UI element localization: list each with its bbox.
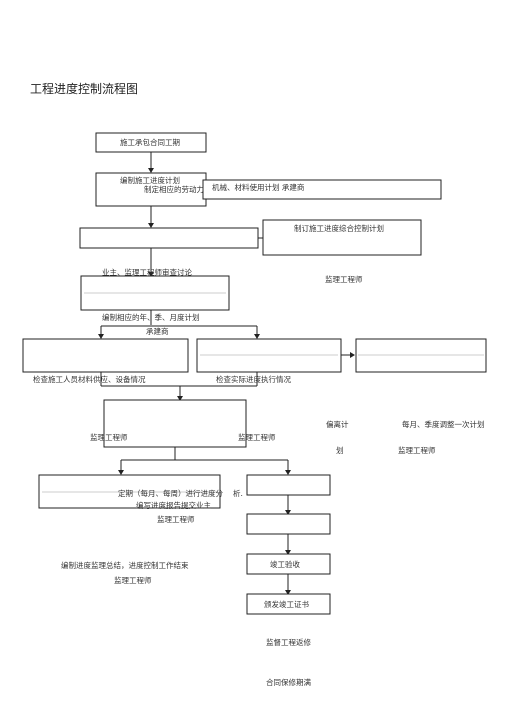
label-check-resources: 检查施工人员材料供应、设备情况 (33, 375, 146, 384)
arrowhead-3 (148, 272, 154, 277)
label-comprehensive-plan: 制订施工进度综合控制计划 (294, 224, 384, 233)
label-supervising-engineer-1: 监理工程师 (325, 275, 363, 284)
label-issue-certificate: 颁发竣工证书 (264, 600, 309, 609)
page-title: 工程进度控制流程图 (30, 82, 139, 96)
box-resource-plan (202, 179, 442, 200)
arrowhead-split-left (98, 334, 104, 339)
box-check-resources (22, 338, 189, 373)
arrowhead-7 (285, 510, 291, 515)
arrowhead-9 (285, 590, 291, 595)
label-compile-periodic: 编制相应的年、季、月度计划 (102, 313, 200, 322)
arrowhead-split-right (254, 334, 260, 339)
box-periodic-analysis (38, 474, 221, 509)
arrowhead-2 (148, 223, 154, 228)
label-supervising-engineer-6: 监理工程师 (114, 576, 152, 585)
label-supervise-warranty: 监督工程返修 (266, 638, 311, 647)
label-warranty-expiry: 合同保修期满 (266, 678, 311, 687)
label-completion-acceptance: 竣工验收 (270, 560, 300, 569)
arrowhead-1 (148, 168, 154, 173)
box-comprehensive-plan (262, 219, 422, 256)
box-compile-plan (95, 172, 207, 207)
label-compile-plan: 编制施工进度计划 (120, 176, 180, 185)
label-owner-review: 业主、监理工程师审查讨论 (102, 268, 192, 277)
label-deviation: 偏离计 (326, 420, 349, 429)
label-supervising-engineer-2: 监理工程师 (90, 433, 128, 442)
arrowhead-split2-left (118, 470, 124, 475)
label-analysis-suffix: 析. (233, 489, 243, 498)
label-adjust-plan: 每月、季度调整一次计划 (402, 420, 485, 429)
label-prepare-labor: 制定相应的劳动力 (144, 185, 204, 194)
label-summary: 编制进度监理总结，进度控制工作结束 (61, 561, 189, 570)
arrowhead-8 (285, 550, 291, 555)
label-supervising-engineer-4: 监理工程师 (398, 446, 436, 455)
label-contractor: 承建商 (146, 327, 169, 336)
arrowhead-5 (177, 396, 183, 401)
arrowhead-split2-right (285, 470, 291, 475)
label-check-progress: 检查实际进度执行情况 (216, 375, 291, 384)
box-issue-certificate (246, 593, 331, 615)
box-check-progress (196, 338, 342, 373)
label-machinery-materials: 机械、材料使用计划 承建商 (212, 183, 305, 192)
label-contract-period: 施工承包合同工期 (120, 138, 180, 147)
box-right-1 (246, 474, 331, 496)
box-supervision (103, 399, 247, 448)
arrowhead-deviation (350, 352, 355, 358)
label-supervising-engineer-3: 监理工程师 (238, 433, 276, 442)
label-write-report: 编写进度报告提交业主 (136, 501, 211, 510)
label-periodic-analysis: 定期（每月、每周）进行进度分 (118, 489, 223, 498)
label-supervising-engineer-5: 监理工程师 (157, 515, 195, 524)
box-empty-1 (79, 227, 259, 249)
label-plan-suffix: 划 (336, 446, 344, 455)
box-deviation (355, 338, 487, 373)
box-right-2 (246, 513, 331, 535)
